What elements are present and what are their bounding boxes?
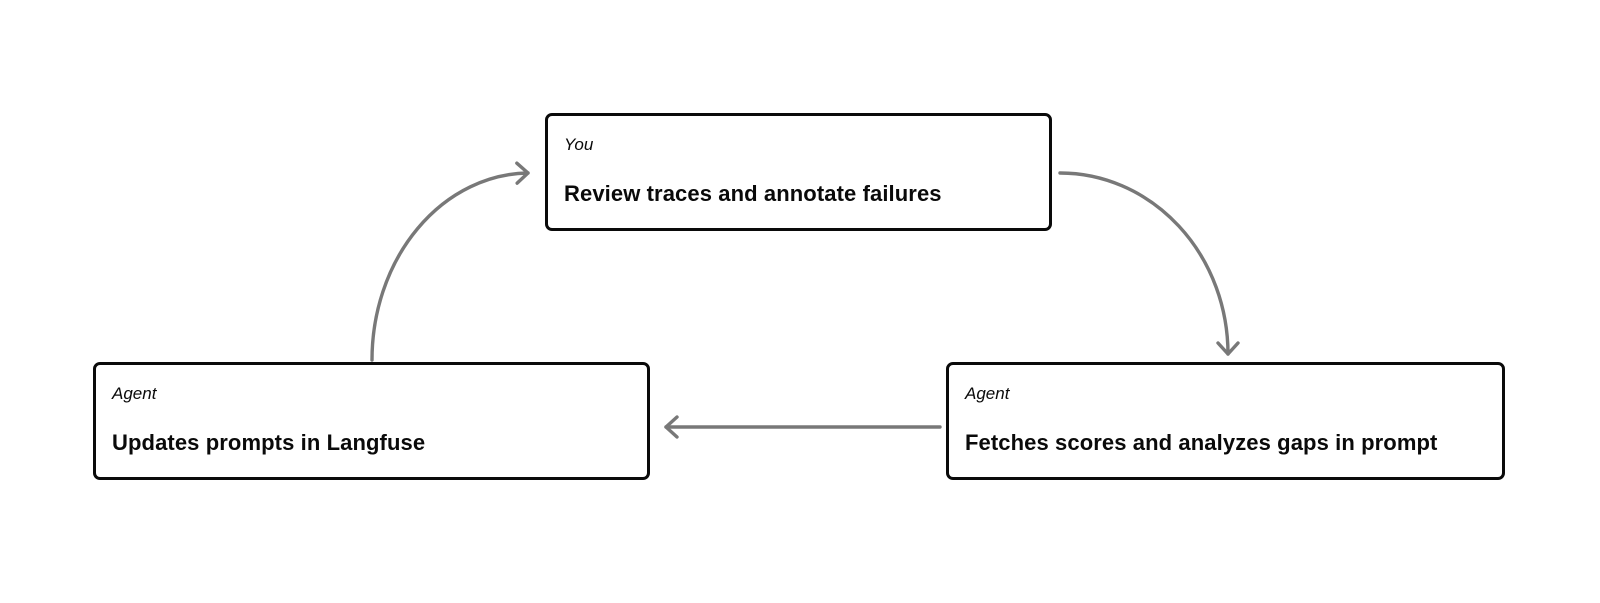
node-agent-fetch: Agent Fetches scores and analyzes gaps i… bbox=[946, 362, 1505, 480]
node-role-label: Agent bbox=[965, 384, 1010, 403]
node-role-label: You bbox=[564, 135, 594, 154]
node-you-review: You Review traces and annotate failures bbox=[545, 113, 1052, 231]
node-title: Updates prompts in Langfuse bbox=[112, 430, 426, 455]
node-title: Review traces and annotate failures bbox=[564, 181, 942, 206]
node-agent-update: Agent Updates prompts in Langfuse bbox=[93, 362, 650, 480]
arrow-update-to-review bbox=[370, 161, 530, 362]
node-title: Fetches scores and analyzes gaps in prom… bbox=[965, 430, 1438, 455]
arrow-review-to-fetch bbox=[1058, 171, 1240, 356]
node-role-label: Agent bbox=[112, 384, 157, 403]
